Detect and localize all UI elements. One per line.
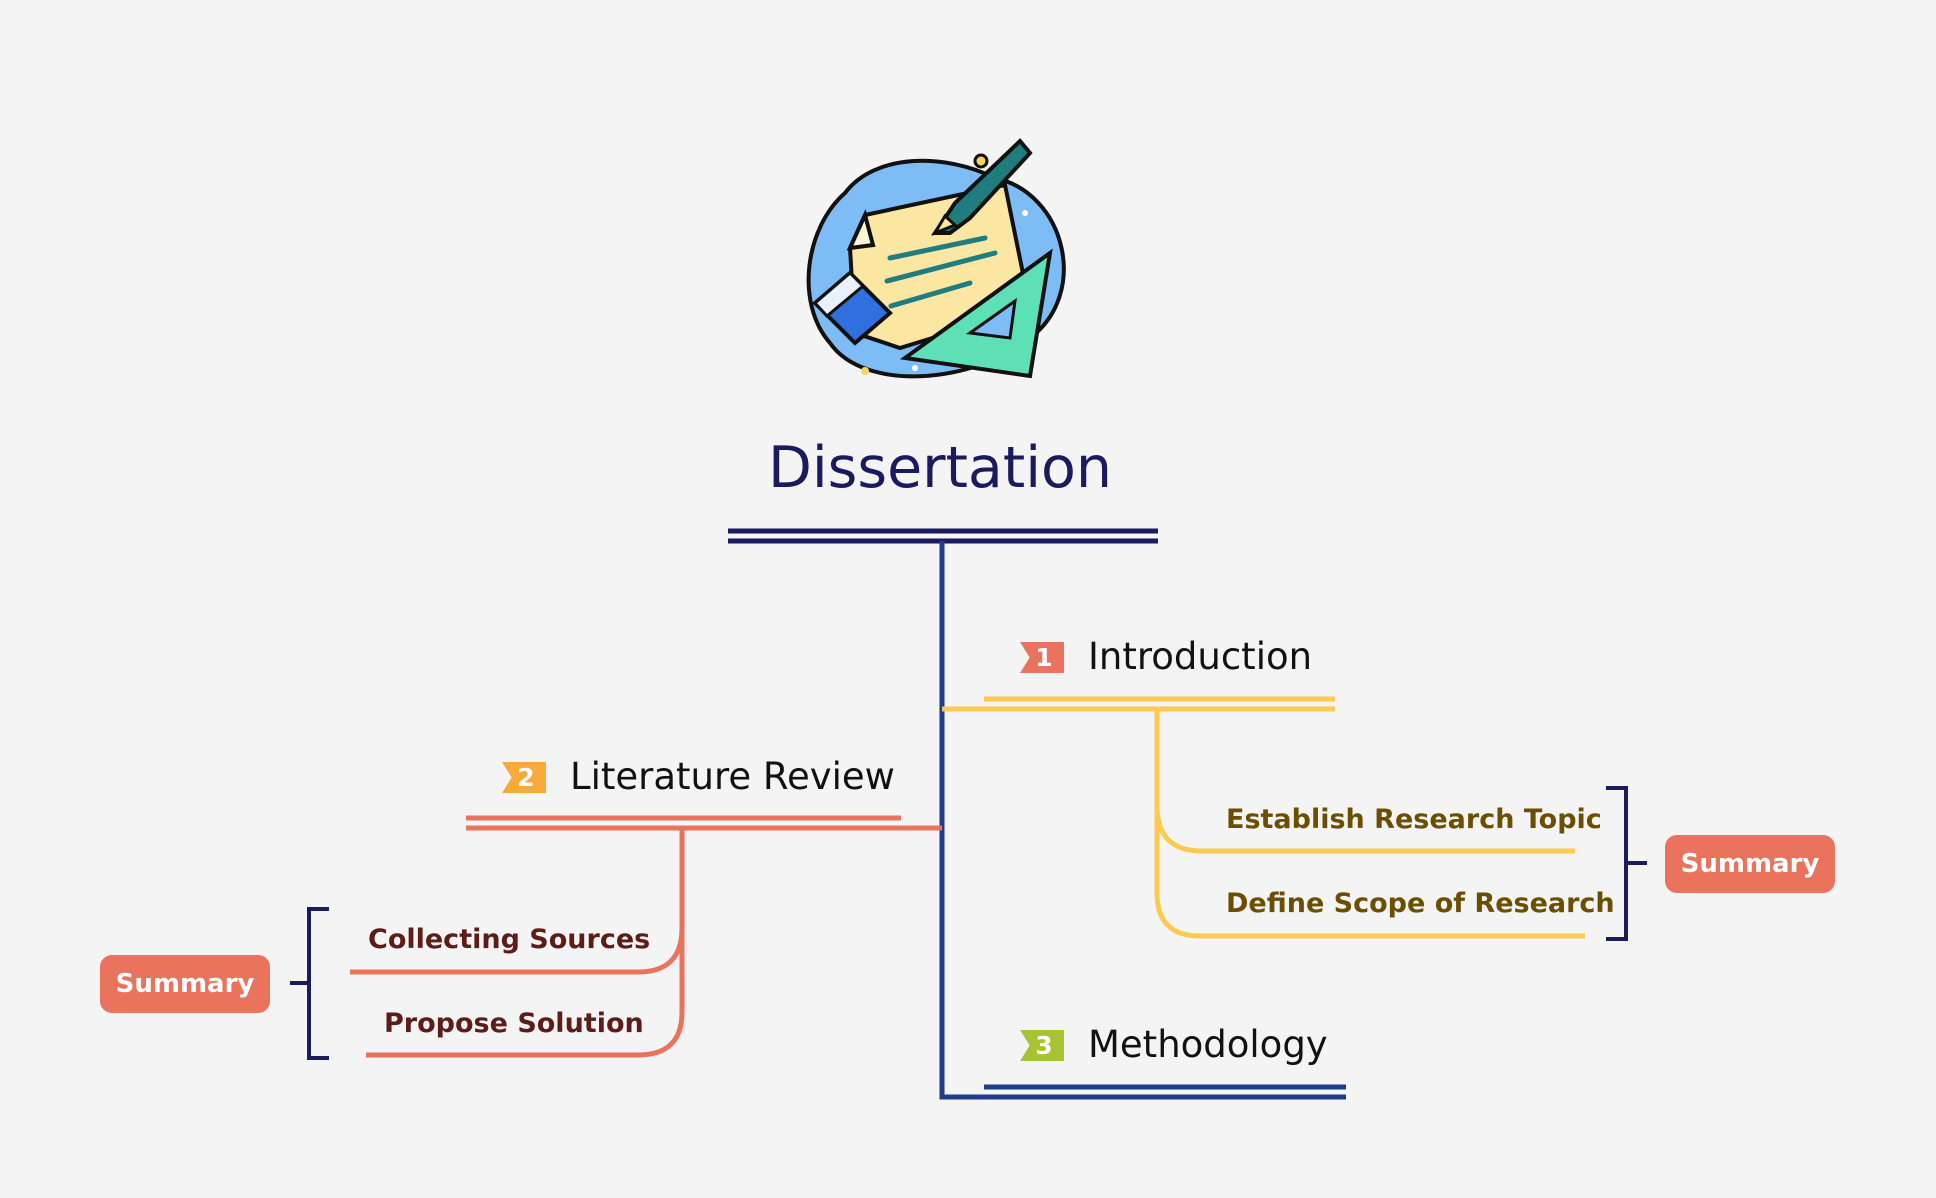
subtopic-collecting-sources[interactable]: Collecting Sources: [368, 924, 651, 955]
subtopic-define-scope[interactable]: Define Scope of Research: [1226, 888, 1615, 919]
trunk-line: [939, 541, 1346, 1100]
subtopic-propose-solution[interactable]: Propose Solution: [384, 1008, 644, 1039]
title-underline: [728, 528, 1158, 544]
left-summary-bracket: [290, 907, 329, 1060]
summary-box-literature-review[interactable]: Summary: [100, 955, 270, 1013]
topic-methodology-label[interactable]: Methodology: [1088, 1023, 1328, 1066]
introduction-branch: [942, 696, 1585, 939]
literature-branch: [350, 815, 942, 1058]
subtopic-establish-research-topic[interactable]: Establish Research Topic: [1226, 804, 1602, 835]
topic-introduction-label[interactable]: Introduction: [1088, 635, 1313, 678]
stationery-icon: [806, 138, 1066, 379]
right-summary-bracket: [1606, 786, 1647, 941]
central-topic-title[interactable]: Dissertation: [767, 435, 1113, 501]
summary-box-introduction[interactable]: Summary: [1665, 835, 1835, 893]
topic-literature-review-label[interactable]: Literature Review: [570, 755, 895, 798]
